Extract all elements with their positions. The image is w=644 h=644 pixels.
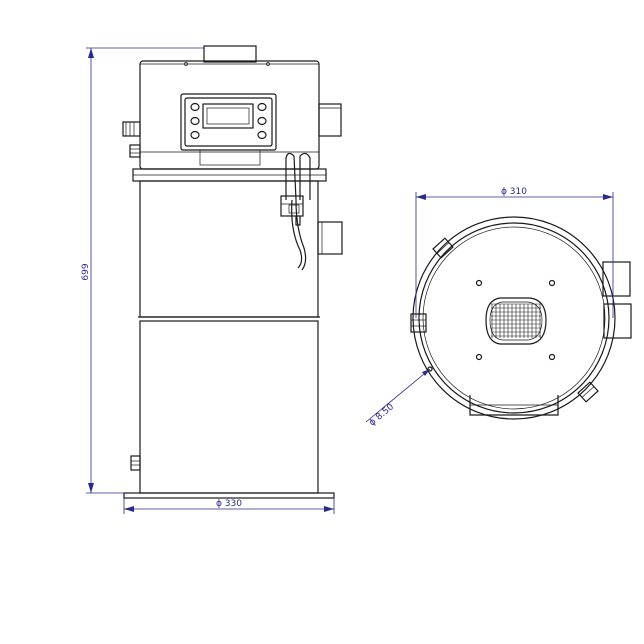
rim-latch-icon [432,237,454,259]
outer-rim [412,216,616,420]
cable-gland-icon [129,144,141,158]
latch-clip-icon [280,152,311,271]
rim-latch-icon [577,381,599,403]
top-outlet-pipe [602,261,631,297]
lower-drum [139,320,319,494]
vent-grill-icon [485,297,547,345]
side-gland-icon [410,313,427,333]
control-button-icon [190,102,200,112]
mount-hole-icon [427,366,433,372]
bolt-icon [548,279,556,287]
display-screen [202,103,254,129]
side-view [122,45,343,499]
control-panel [180,93,277,166]
top-view [410,216,632,420]
head-outlet-pipe [318,103,342,137]
base-diameter-label: ϕ 330 [216,499,242,509]
control-button-icon [257,116,267,126]
control-button-icon [257,102,267,112]
drain-fitting-icon [130,455,141,471]
top-inlet-pipe [603,303,632,339]
base-diameter-dimension: ϕ 330 [123,498,335,514]
bolt-icon [475,279,483,287]
control-button-icon [190,116,200,126]
upper-drum [139,180,319,318]
clamp-ring-top [418,222,610,414]
control-button-icon [190,130,200,140]
bolt-icon [548,353,556,361]
inlet-pipe [317,221,343,255]
bolt-icon [475,353,483,361]
top-flange [203,45,257,63]
cable-gland-icon [122,121,141,137]
top-diameter-dimension: ϕ 310 [415,187,614,318]
top-diameter-label: ϕ 310 [501,187,527,197]
motor-head [139,60,320,170]
control-button-icon [257,130,267,140]
height-dimension-label: 699 [81,263,91,280]
base-plate [123,492,335,499]
height-dimension: 699 [81,47,204,494]
hole-diameter-label: ϕ 8.50 [368,402,397,428]
hole-diameter-dimension: ϕ 8.50 [365,368,431,428]
